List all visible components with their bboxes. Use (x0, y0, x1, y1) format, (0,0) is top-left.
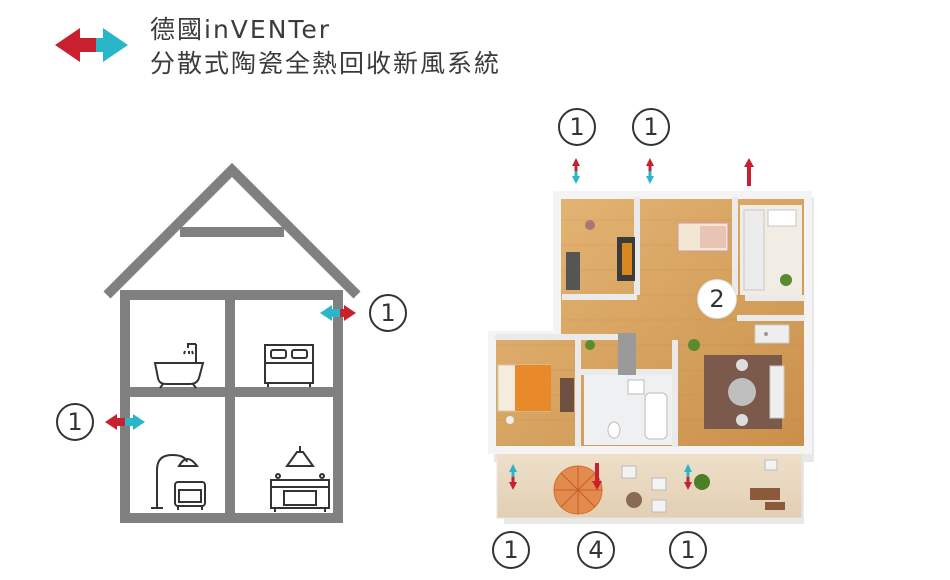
title-system: 分散式陶瓷全熱回收新風系統 (150, 49, 502, 78)
ventilation-arrow-icon (320, 305, 356, 321)
ventilation-arrow-icon (572, 158, 580, 184)
marker-plan-top-1: 1 (558, 108, 596, 146)
marker-plan-bottom-4: 4 (577, 531, 615, 569)
exhaust-arrow-icon (744, 158, 754, 186)
title-brand: 德國inVENTer (150, 15, 332, 44)
marker-plan-bottom-2: 1 (669, 531, 707, 569)
exhaust-arrow-icon (592, 463, 602, 490)
marker-house-left: 1 (56, 403, 94, 441)
marker-plan-bottom-1: 1 (492, 531, 530, 569)
ventilation-arrow-icon (684, 464, 692, 490)
kitchen-stove-icon (270, 446, 330, 512)
bed-icon (264, 344, 314, 387)
marker-plan-center: 2 (698, 280, 736, 318)
bathtub-icon (153, 343, 205, 389)
ventilation-arrow-icon (509, 464, 517, 490)
marker-house-right: 1 (369, 294, 407, 332)
ventilation-arrow-icon (105, 414, 145, 430)
marker-plan-top-2: 1 (632, 108, 670, 146)
ventilation-arrow-icon (646, 158, 654, 184)
floor-lamp-armchair-icon (151, 453, 206, 510)
